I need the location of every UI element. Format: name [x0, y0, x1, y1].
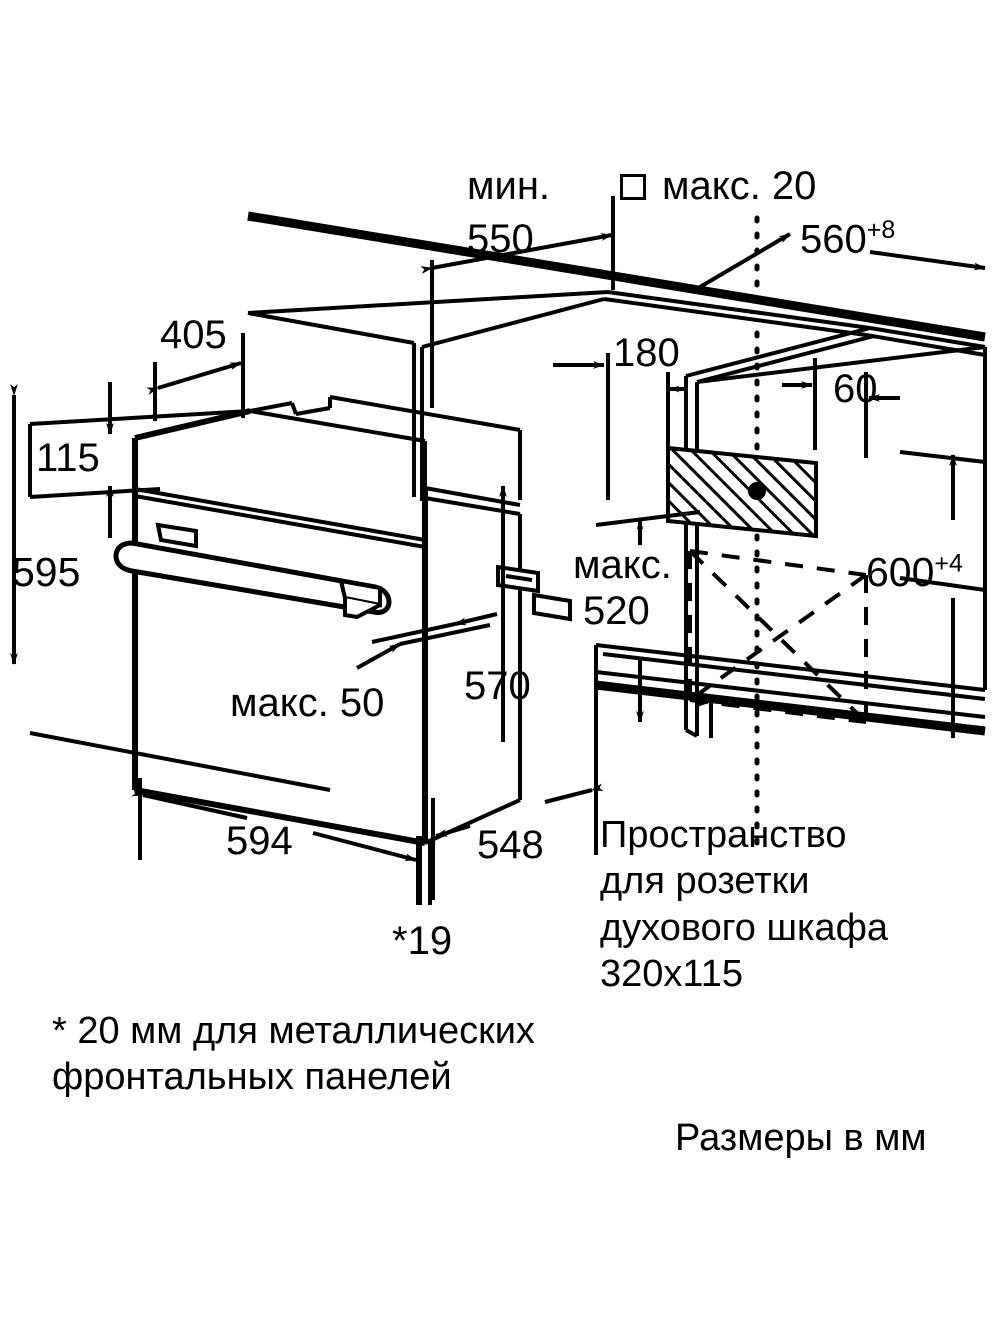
oven-side-vent-slot [496, 564, 540, 594]
dim-405 [146, 333, 245, 421]
dim-label-548: 548 [477, 823, 544, 867]
niche-bottom-small-step [696, 698, 713, 738]
dim-560 [698, 232, 986, 289]
dim-560-tolerance: +8 [866, 216, 896, 244]
dim-label-550: 550 [467, 217, 534, 261]
dim-label-520: 520 [583, 589, 650, 633]
dim-label-180: 180 [613, 331, 680, 375]
dim-label-19: *19 [392, 919, 453, 963]
dim-600-tolerance: +4 [934, 549, 963, 578]
oven-control-panel-top [249, 395, 521, 443]
dim-max-50 [356, 612, 498, 670]
square-icon [620, 174, 646, 200]
dim-max-520 [595, 510, 701, 723]
dim-label-min-prefix: мин. [467, 164, 551, 208]
oven-rear-vent-slot [532, 592, 572, 622]
dim-label-115: 115 [36, 436, 100, 480]
worktop-front-edge [247, 211, 986, 342]
oven-front-face [132, 408, 428, 846]
dim-min-550 [420, 196, 615, 408]
dim-595 [10, 384, 331, 792]
dim-label-570: 570 [464, 664, 531, 708]
dim-19 [418, 836, 432, 905]
dim-560-value: 560 [800, 217, 867, 262]
cabinet-upper-right-panel [865, 326, 986, 357]
dim-label-594: 594 [226, 819, 293, 863]
oven-door-handle [113, 522, 392, 620]
dim-label-560: 560+8 [800, 216, 895, 264]
dim-label-max-20: макс. 20 [662, 164, 817, 208]
dim-180 [553, 353, 684, 500]
niche-bottom-shelf-front [595, 680, 986, 736]
units-note: Размеры в мм [675, 1117, 927, 1159]
niche-bottom-shelf [594, 643, 986, 830]
dim-115 [29, 382, 251, 538]
dim-548 [431, 768, 604, 900]
dim-600-value: 600 [866, 549, 935, 595]
dim-60 [782, 358, 900, 458]
metal-front-footnote: * 20 мм для металлических фронтальных па… [52, 1010, 535, 1099]
hidden-edges-dashed [688, 549, 868, 724]
niche-top-right-edge [696, 345, 986, 384]
dim-label-max-prefix-520: макс. [573, 543, 672, 587]
dim-label-max-50: макс. 50 [230, 681, 385, 725]
dim-label-60: 60 [833, 367, 878, 411]
dim-600-plus-4 [899, 450, 986, 739]
dim-label-405: 405 [160, 313, 227, 357]
dim-label-595: 595 [12, 549, 81, 595]
socket-recess-area [666, 445, 818, 539]
dim-label-600: 600+4 [866, 548, 963, 596]
socket-space-note: Пространство для розетки духового шкафа … [600, 814, 888, 996]
cabinet-top-panel [247, 290, 871, 501]
